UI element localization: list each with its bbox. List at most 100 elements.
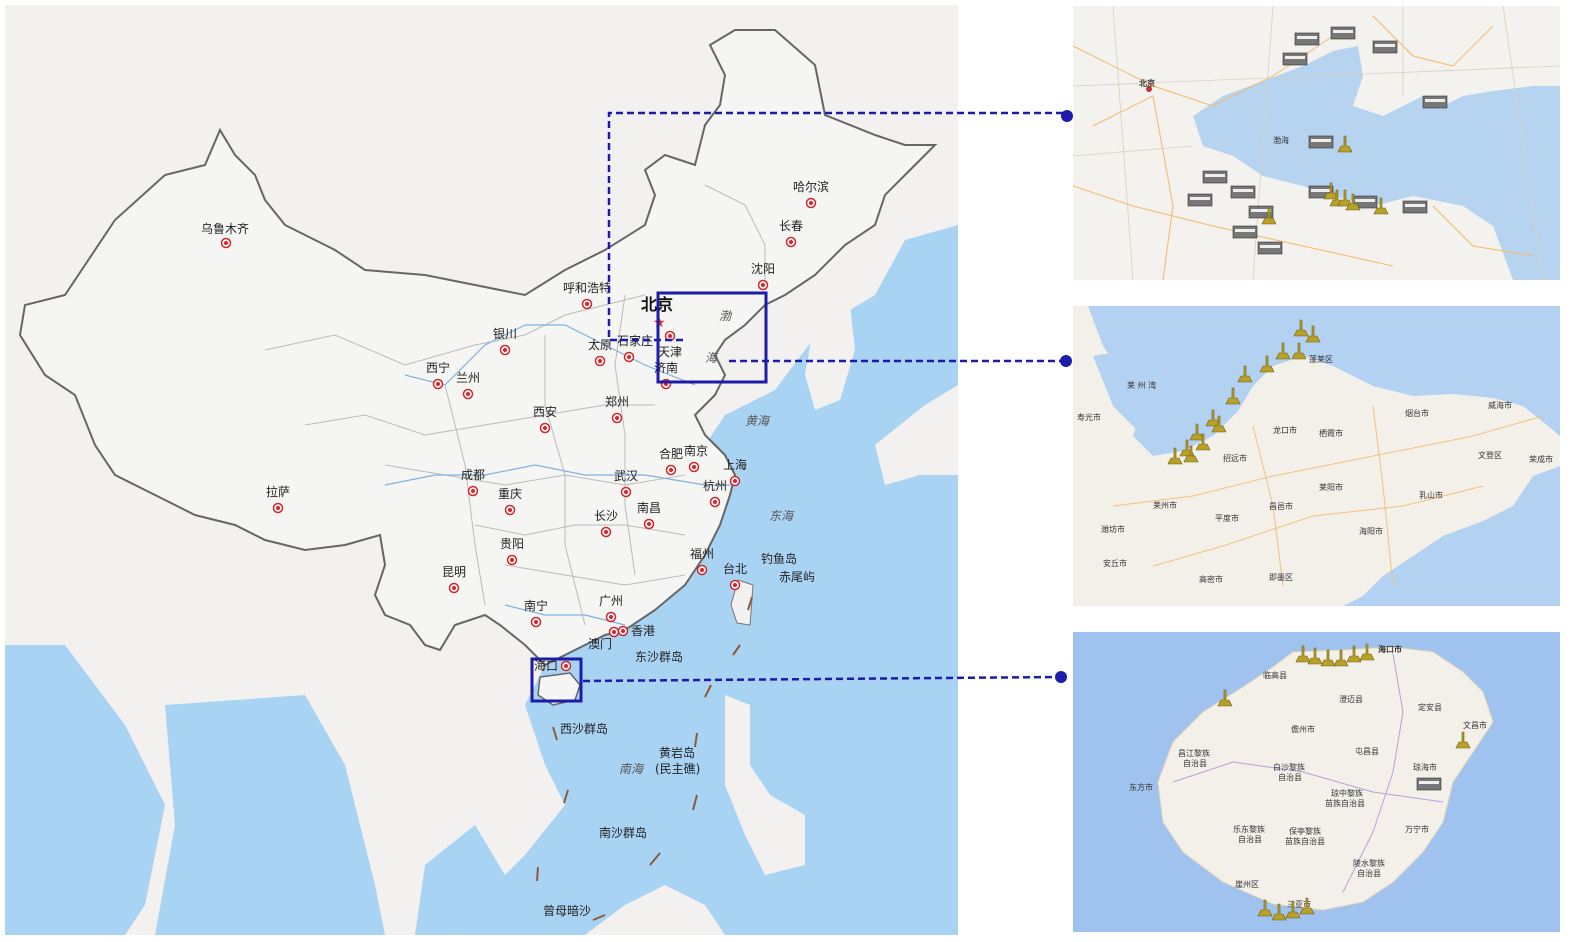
- connector-dot-hainan: [1055, 671, 1067, 683]
- city-label-fuzhou: 福州: [690, 546, 714, 561]
- city-marker-hohhot[interactable]: 呼和浩特: [563, 280, 611, 310]
- city-marker-yinchuan[interactable]: 银川: [493, 327, 517, 356]
- city-marker-chengdu[interactable]: 成都: [461, 468, 485, 497]
- hainan-label-baoting-1: 保亭黎族: [1289, 826, 1321, 836]
- philippines-land: [725, 695, 805, 875]
- label-pingdu: 平度市: [1215, 513, 1239, 523]
- label-qixia: 栖霞市: [1319, 428, 1343, 438]
- building-icon: [1372, 40, 1398, 54]
- label-rongcheng: 荣成市: [1529, 454, 1553, 464]
- island-label-dongsha: 东沙群岛: [635, 649, 683, 664]
- city-marker-dot-icon: [508, 508, 512, 512]
- city-markers: 乌鲁木齐哈尔滨长春沈阳呼和浩特天津银川太原石家庄济南西宁兰州西安郑州合肥南京上海…: [201, 179, 829, 673]
- city-marker-dot-icon: [466, 392, 470, 396]
- city-marker-chongqing[interactable]: 重庆: [498, 487, 522, 516]
- label-zhaoyuan: 招远市: [1223, 453, 1247, 463]
- city-label-lhasa: 拉萨: [266, 484, 290, 499]
- city-marker-lhasa[interactable]: 拉萨: [266, 484, 290, 514]
- laizhou-bay: [1093, 346, 1213, 446]
- city-marker-hangzhou[interactable]: 杭州: [703, 478, 727, 508]
- facility-icons: [1187, 26, 1448, 255]
- sea-label-bohai-2: 海: [705, 351, 719, 365]
- city-marker-dot-icon: [510, 558, 514, 562]
- city-marker-urumqi[interactable]: 乌鲁木齐: [201, 221, 249, 249]
- city-marker-dot-icon: [604, 530, 608, 534]
- platform-icon: [1195, 433, 1211, 451]
- platform-icon: [1211, 415, 1227, 433]
- city-label-hangzhou: 杭州: [703, 478, 727, 493]
- city-label-urumqi: 乌鲁木齐: [201, 221, 249, 236]
- city-label-zhengzhou: 郑州: [605, 394, 629, 409]
- city-marker-kunming[interactable]: 昆明: [442, 565, 466, 594]
- city-marker-xining[interactable]: 西宁: [426, 360, 450, 390]
- city-marker-macau[interactable]: 澳门: [588, 626, 620, 652]
- hainan-label-baisha-2: 自治县: [1278, 772, 1302, 782]
- city-marker-taiyuan[interactable]: 太原: [588, 337, 612, 367]
- hainan-label-lingao: 临高县: [1263, 670, 1287, 680]
- city-marker-taipei[interactable]: 台北: [723, 561, 747, 591]
- hainan-label-sanya: 三亚市: [1287, 899, 1311, 909]
- city-marker-dot-icon: [224, 241, 228, 245]
- platform-icon: [1257, 899, 1273, 917]
- connector-dot-shandong: [1060, 355, 1072, 367]
- city-marker-hefei[interactable]: 合肥: [659, 446, 683, 476]
- building-icon: [1294, 32, 1320, 46]
- city-marker-nanning[interactable]: 南宁: [524, 598, 548, 628]
- city-label-nanning: 南宁: [524, 598, 548, 613]
- platform-icon: [1225, 387, 1241, 405]
- hainan-label-lingshui-1: 陵水黎族: [1353, 858, 1385, 868]
- city-label-hohhot: 呼和浩特: [563, 280, 611, 295]
- city-marker-wuhan[interactable]: 武汉: [614, 469, 638, 498]
- city-marker-dot-icon: [713, 500, 717, 504]
- city-label-changchun: 长春: [779, 219, 803, 233]
- city-marker-haikou[interactable]: 海口: [534, 658, 572, 673]
- city-marker-dot-icon: [598, 359, 602, 363]
- building-icon: [1232, 225, 1258, 239]
- city-marker-nanchang[interactable]: 南昌: [637, 500, 661, 530]
- platform-icon: [1293, 319, 1309, 337]
- beijing-marker: [1146, 86, 1152, 92]
- city-marker-shanghai[interactable]: 上海: [723, 457, 747, 487]
- highlight-box-hainan[interactable]: [530, 657, 583, 703]
- building-icon: [1187, 193, 1213, 207]
- building-icon: [1257, 241, 1283, 255]
- city-marker-hongkong[interactable]: 香港: [617, 624, 656, 638]
- city-label-macau: 澳门: [588, 636, 612, 651]
- inset-map-bohai-region[interactable]: 北京 渤海: [1073, 6, 1560, 280]
- sea-label-south: 南海: [619, 762, 645, 776]
- city-marker-guangzhou[interactable]: 广州: [599, 594, 623, 623]
- city-marker-dot-icon: [809, 201, 813, 205]
- platform-icon: [1285, 901, 1301, 919]
- hainan-roads: [1172, 653, 1444, 893]
- building-icon: [1352, 195, 1378, 209]
- island-label-xisha: 西沙群岛: [560, 721, 608, 736]
- inset-map-shandong[interactable]: 莱 州 湾 蓬莱区 烟台市 威海市 龙口市 栖霞市 文登区 荣成市 莱阳市 乳山…: [1073, 306, 1560, 606]
- city-marker-lanzhou[interactable]: 兰州: [456, 371, 480, 400]
- city-marker-dot-icon: [503, 348, 507, 352]
- city-marker-fuzhou[interactable]: 福州: [690, 546, 714, 576]
- hainan-label-qionghai: 琼海市: [1413, 762, 1437, 772]
- city-label-guangzhou: 广州: [599, 594, 623, 608]
- city-marker-dot-icon: [647, 522, 651, 526]
- taiwan-land: [730, 579, 754, 626]
- city-marker-dot-icon: [564, 664, 568, 668]
- city-marker-zhengzhou[interactable]: 郑州: [605, 394, 629, 424]
- minor-roads: [1073, 6, 1560, 280]
- inset-north-beijing: 北京: [1139, 78, 1155, 88]
- sea-label-bohai-1: 渤: [719, 309, 733, 323]
- city-marker-xian[interactable]: 西安: [533, 404, 557, 434]
- city-marker-dot-icon: [668, 334, 672, 338]
- city-label-yinchuan: 银川: [493, 327, 517, 341]
- hainan-label-qiongzhong-2: 苗族自治县: [1325, 798, 1365, 808]
- city-marker-nanjing[interactable]: 南京: [684, 443, 708, 473]
- inset-map-hainan[interactable]: 海口市 临高县 澄迈县 定安县 儋州市 文昌市 屯昌县 昌江黎族 自治县 白沙黎…: [1073, 632, 1560, 932]
- label-longkou: 龙口市: [1273, 425, 1297, 435]
- china-map[interactable]: 乌鲁木齐哈尔滨长春沈阳呼和浩特天津银川太原石家庄济南西宁兰州西安郑州合肥南京上海…: [5, 5, 958, 935]
- label-laizhou-bay: 莱 州 湾: [1127, 380, 1156, 390]
- city-marker-guiyang[interactable]: 贵阳: [500, 537, 524, 566]
- city-marker-changsha[interactable]: 长沙: [594, 509, 618, 538]
- city-label-chengdu: 成都: [461, 468, 485, 482]
- shandong-roads: [1112, 405, 1544, 587]
- platform-icon: [1275, 342, 1291, 360]
- facility-icons: [1217, 643, 1471, 921]
